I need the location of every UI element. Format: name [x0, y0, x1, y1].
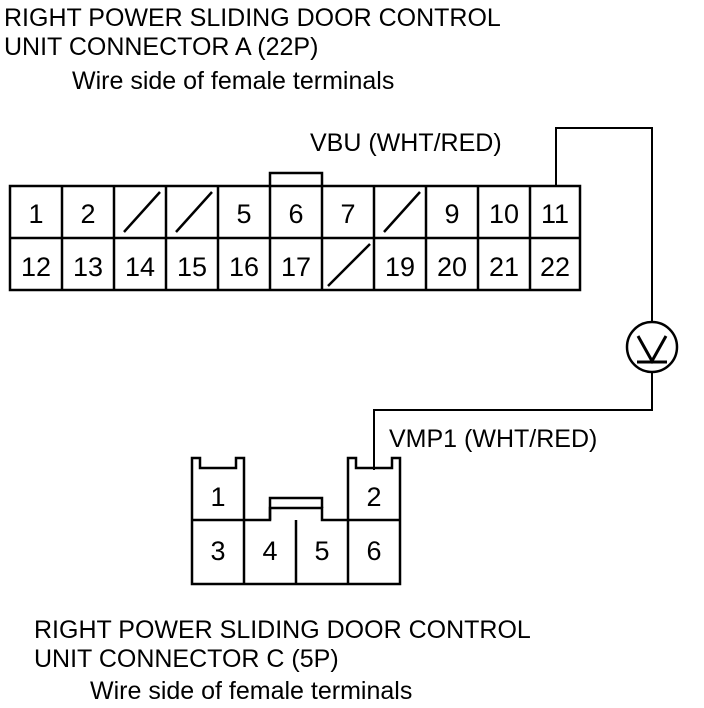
pin-label: 3	[210, 536, 225, 566]
pin-label: 2	[366, 482, 381, 512]
pin-label: 16	[229, 252, 259, 282]
pin-label: 6	[288, 199, 303, 229]
connector-a-empty-cavity-3	[123, 191, 161, 233]
connector-a	[8, 171, 582, 292]
connector-a-empty-cavity-18	[327, 243, 371, 287]
connector-a-empty-cavity-4	[175, 191, 213, 233]
pin-label: 19	[385, 252, 415, 282]
pin-label: 6	[366, 536, 381, 566]
pin-label: 5	[236, 199, 251, 229]
connector-a-row1-dividers	[60, 186, 532, 238]
connector-c-lock-tab	[268, 496, 324, 520]
connector-a-title-line2: UNIT CONNECTOR A (22P)	[4, 33, 318, 61]
pin-label: 12	[21, 252, 51, 282]
connector-a-subtitle: Wire side of female terminals	[72, 67, 394, 95]
connector-c-title-line2: UNIT CONNECTOR C (5P)	[34, 645, 339, 673]
voltmeter-icon	[625, 320, 679, 374]
pin-label: 15	[177, 252, 207, 282]
pin-label: 1	[28, 199, 43, 229]
pin-label: 20	[437, 252, 467, 282]
pin-label: 4	[262, 536, 277, 566]
connector-a-empty-cavity-8	[383, 191, 421, 233]
connector-c-subtitle: Wire side of female terminals	[90, 677, 412, 705]
connector-c-pins: 1 2 3 4 5 6	[210, 482, 381, 566]
connector-a-row2-dividers	[60, 238, 532, 290]
pin-label: 21	[489, 252, 519, 282]
connector-a-pins-row1: 1 2 5 6 7 9 10 11	[28, 199, 569, 229]
connector-a-pins-row2: 12 13 14 15 16 17 19 20 21 22	[21, 252, 570, 282]
pin-label: 11	[541, 199, 569, 229]
pin-label: 10	[489, 199, 519, 229]
vbu-wire-label: VBU (WHT/RED)	[310, 129, 502, 157]
pin-label: 5	[314, 536, 329, 566]
pin-label: 17	[281, 252, 311, 282]
connector-a-lock-tab	[268, 171, 324, 186]
pin-label: 13	[73, 252, 103, 282]
pin-label: 22	[540, 252, 570, 282]
vmp1-wire-label: VMP1 (WHT/RED)	[389, 425, 597, 453]
pin-label: 2	[80, 199, 95, 229]
pin-label: 9	[444, 199, 459, 229]
probe-wire-negative	[373, 372, 653, 470]
connector-c	[190, 456, 402, 586]
pin-label: 7	[340, 199, 355, 229]
connector-c-title-line1: RIGHT POWER SLIDING DOOR CONTROL	[34, 616, 531, 644]
probe-wire-positive	[555, 127, 653, 322]
connector-a-title-line1: RIGHT POWER SLIDING DOOR CONTROL	[4, 4, 501, 32]
pin-label: 14	[125, 252, 155, 282]
probe-wires	[373, 127, 653, 470]
pin-label: 1	[210, 482, 225, 512]
